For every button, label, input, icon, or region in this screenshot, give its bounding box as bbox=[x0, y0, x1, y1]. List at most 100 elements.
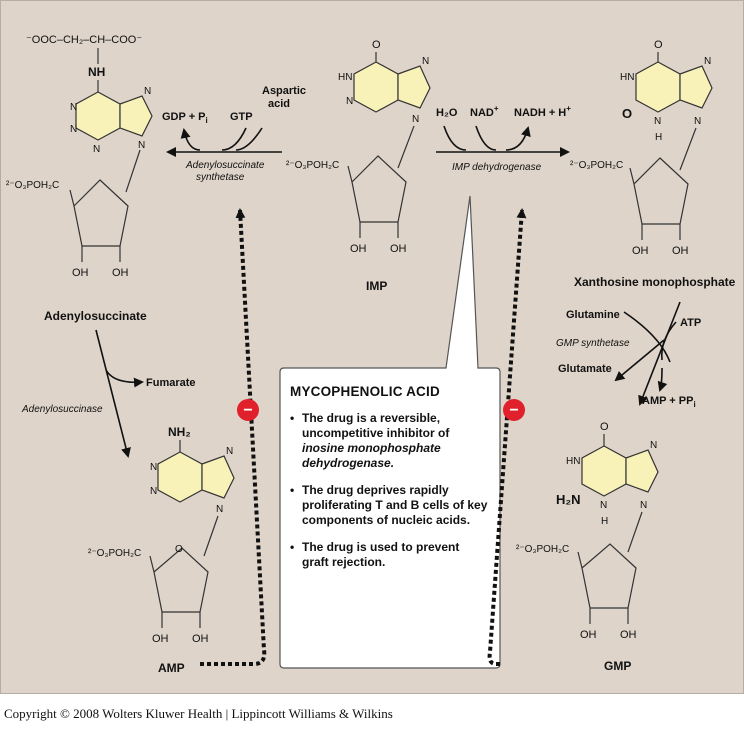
glutamate-label: Glutamate bbox=[558, 363, 612, 375]
callout-bullets: The drug is a reversible, uncompetitive … bbox=[290, 411, 488, 570]
imp-n7: N bbox=[422, 56, 429, 67]
gmp-phosphate: ²⁻O₃POH₂C bbox=[516, 544, 569, 555]
amp-n9: N bbox=[216, 504, 223, 515]
glutamine-entry bbox=[623, 311, 671, 363]
nad-entry bbox=[475, 125, 497, 151]
callout-title: MYCOPHENOLIC ACID bbox=[290, 384, 440, 399]
amp-n7: N bbox=[226, 446, 233, 457]
gmp-oh-2: OH bbox=[580, 629, 597, 641]
gmp-feedback-arrow bbox=[487, 208, 527, 666]
gmp-synthetase-arrow bbox=[638, 301, 681, 406]
adenylo-oh-2: OH bbox=[72, 267, 89, 279]
adenylosuccinate-name: Adenylosuccinate bbox=[44, 309, 147, 323]
xmp-carbonyl-o: O bbox=[654, 39, 663, 51]
imp-name: IMP bbox=[366, 279, 387, 293]
fumarate-label: Fumarate bbox=[146, 377, 196, 389]
gdp-pi-label: GDP + Pi bbox=[162, 111, 208, 125]
nadh-exit bbox=[505, 126, 531, 151]
callout-bullet-3: The drug is used to prevent graft reject… bbox=[290, 540, 488, 570]
gmp-synthetase-enzyme: GMP synthetase bbox=[556, 338, 630, 349]
xmp-n7: N bbox=[704, 56, 711, 67]
callout-bullet-2: The drug deprives rapidly proliferating … bbox=[290, 483, 488, 528]
imp-hn: HN bbox=[338, 72, 352, 83]
adenylo-phosphate: ²⁻O₃POH₂C bbox=[6, 180, 59, 191]
nadh-label: NADH + H+ bbox=[514, 104, 571, 119]
atp-entry bbox=[660, 321, 677, 361]
adenylosuccinase-arrow bbox=[95, 329, 131, 458]
xmp-name: Xanthosine monophosphate bbox=[574, 275, 736, 289]
gmp-n7: N bbox=[650, 440, 657, 451]
gtp-label: GTP bbox=[230, 111, 253, 123]
amp-name: AMP bbox=[158, 661, 185, 675]
inhibition-badge-amp: − bbox=[237, 399, 259, 421]
adenylo-oh-3: OH bbox=[112, 267, 129, 279]
gmp-structure: O HN H₂N N H N N ²⁻O₃POH₂C OH OH GMP bbox=[516, 421, 659, 673]
xmp-o2: O bbox=[622, 106, 632, 121]
imp-dehydrogenase-enzyme: IMP dehydrogenase bbox=[452, 162, 542, 173]
xmp-hn: HN bbox=[620, 72, 634, 83]
amp-structure: NH₂ N N N N ²⁻O₃POH₂C O OH OH AMP bbox=[88, 425, 235, 675]
xmp-oh-3: OH bbox=[672, 245, 689, 257]
amp-oh-2: OH bbox=[152, 633, 169, 645]
xmp-structure: O HN O N H N N ²⁻O₃POH₂C OH OH Xanthosin… bbox=[570, 39, 736, 289]
gmp-h2n: H₂N bbox=[556, 492, 581, 507]
gmp-n9: N bbox=[640, 500, 647, 511]
h2o-label: H₂O bbox=[436, 107, 458, 119]
adenylo-n3: N bbox=[70, 124, 77, 135]
amp-n1: N bbox=[150, 462, 157, 473]
adenylo-n-label: N bbox=[93, 144, 100, 155]
amp-n3: N bbox=[150, 486, 157, 497]
reaction-imp-dehydrogenase: H₂O NAD+ NADH + H+ IMP dehydrogenase bbox=[436, 104, 571, 173]
xmp-n9: N bbox=[694, 116, 701, 127]
reaction-gmp-synthetase: Glutamine ATP GMP synthetase Glutamate A… bbox=[556, 301, 701, 409]
succinyl-side-chain: ⁻OOC–CH₂–CH–COO⁻ bbox=[26, 34, 142, 46]
gmp-carbonyl-o: O bbox=[600, 421, 609, 433]
inhibit-minus-right: − bbox=[509, 402, 518, 419]
callout-bullet-1: The drug is a reversible, uncompetitive … bbox=[290, 411, 488, 471]
gmp-hn: HN bbox=[566, 456, 580, 467]
amp-nh2: NH₂ bbox=[168, 425, 191, 439]
amp-oh-3: OH bbox=[192, 633, 209, 645]
bullet-1-emphasis: inosine monophosphate dehydrogenase. bbox=[302, 441, 441, 470]
amp-ppi-label: AMP + PPi bbox=[642, 395, 696, 409]
atp-label: ATP bbox=[680, 317, 701, 329]
adenylosuccinase-enzyme: Adenylosuccinase bbox=[21, 404, 103, 415]
imp-oh-2: OH bbox=[350, 243, 367, 255]
glutamate-exit bbox=[614, 339, 665, 382]
aspartic-entry bbox=[235, 127, 263, 151]
amp-phosphate: ²⁻O₃POH₂C bbox=[88, 548, 141, 559]
nad-label: NAD+ bbox=[470, 104, 499, 119]
imp-n9: N bbox=[412, 114, 419, 125]
xmp-phosphate: ²⁻O₃POH₂C bbox=[570, 160, 623, 171]
imp-structure: O HN N N N ²⁻O₃POH₂C OH OH IMP bbox=[286, 39, 431, 293]
gdp-exit bbox=[180, 128, 201, 151]
gmp-oh-3: OH bbox=[620, 629, 637, 641]
reaction-adenylosuccinase: Fumarate Adenylosuccinase bbox=[21, 329, 196, 458]
adenylo-n7: N bbox=[144, 86, 151, 97]
h2o-entry bbox=[443, 125, 467, 151]
amp-ppi-exit bbox=[657, 367, 668, 392]
imp-phosphate: ²⁻O₃POH₂C bbox=[286, 160, 339, 171]
copyright-notice: Copyright © 2008 Wolters Kluwer Health |… bbox=[4, 706, 393, 721]
gmp-name: GMP bbox=[604, 659, 631, 673]
amp-ring-o: O bbox=[175, 544, 183, 555]
xmp-n3: N bbox=[654, 116, 661, 127]
gtp-entry bbox=[221, 127, 247, 151]
adenylo-n1: N bbox=[70, 102, 77, 113]
adenylo-nh-label: NH bbox=[88, 65, 105, 79]
inhibit-minus-left: − bbox=[243, 402, 252, 419]
adenylosuccinate-structure: ⁻OOC–CH₂–CH–COO⁻ NH N N N N N ²⁻O₃POH₂C … bbox=[6, 34, 153, 323]
glutamine-label: Glutamine bbox=[566, 309, 620, 321]
gmp-h: H bbox=[601, 516, 608, 527]
gmp-n3: N bbox=[600, 500, 607, 511]
mycophenolic-acid-callout: MYCOPHENOLIC ACID The drug is a reversib… bbox=[278, 372, 500, 668]
imp-carbonyl-o: O bbox=[372, 39, 381, 51]
amp-feedback-arrow bbox=[200, 208, 267, 666]
fumarate-exit bbox=[105, 369, 144, 388]
imp-oh-3: OH bbox=[390, 243, 407, 255]
adenylo-n9: N bbox=[138, 140, 145, 151]
